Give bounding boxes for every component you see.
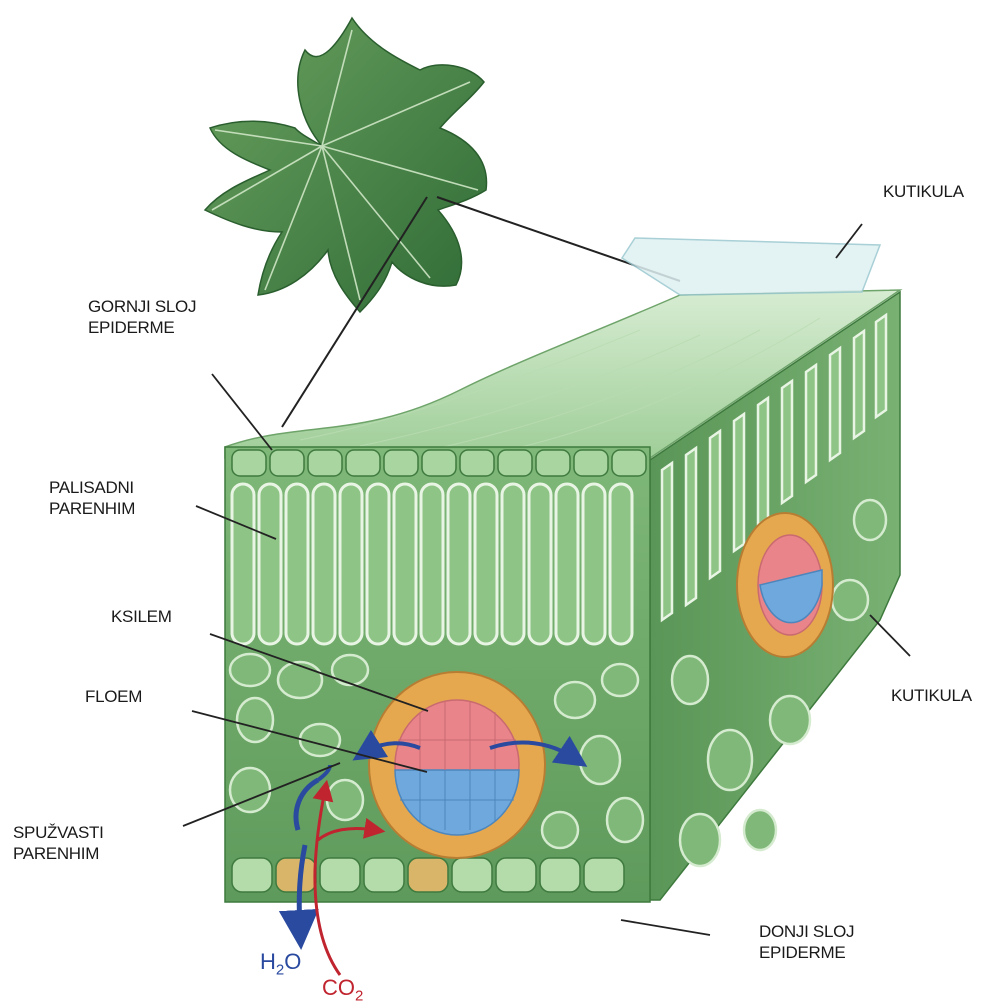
water-end: O	[284, 949, 301, 974]
co2-main: CO	[322, 975, 355, 1000]
leader-donji-epiderme	[621, 920, 710, 935]
water-main: H	[260, 949, 276, 974]
lower-epidermis-cells	[232, 858, 624, 892]
co2-sub: 2	[355, 987, 363, 1004]
label-floem-text: FLOEM	[85, 687, 142, 706]
label-donji-line1: DONJI SLOJ	[759, 921, 854, 942]
label-palisadni-line1: PALISADNI	[49, 477, 135, 498]
label-palisadni-line2: PARENHIM	[49, 498, 135, 519]
label-donji-sloj-epiderme: DONJI SLOJ EPIDERME	[759, 921, 854, 963]
vine-leaf-illustration	[205, 18, 487, 312]
label-kutikula-bottom-text: KUTIKULA	[891, 686, 972, 705]
leader-gornji-epiderme	[212, 374, 272, 450]
label-kutikula-top: KUTIKULA	[883, 181, 964, 202]
label-co2: CO2	[322, 975, 363, 1004]
label-ksilem-text: KSILEM	[111, 607, 172, 626]
label-gornji-line2: EPIDERME	[88, 317, 196, 338]
cuticle-sheet	[622, 238, 880, 295]
label-palisadni-parenhim: PALISADNI PARENHIM	[49, 477, 135, 519]
palisade-cells	[232, 484, 632, 644]
label-spuzvasti-line2: PARENHIM	[13, 843, 104, 864]
label-kutikula-bottom: KUTIKULA	[891, 685, 972, 706]
label-spuzvasti-parenhim: SPUŽVASTI PARENHIM	[13, 822, 104, 864]
label-water: H2O	[260, 949, 301, 978]
water-sub: 2	[276, 961, 284, 978]
vascular-bundle-side	[737, 513, 833, 657]
label-gornji-line1: GORNJI SLOJ	[88, 296, 196, 317]
label-spuzvasti-line1: SPUŽVASTI	[13, 822, 104, 843]
label-kutikula-top-text: KUTIKULA	[883, 182, 964, 201]
upper-epidermis-cells	[232, 450, 646, 476]
label-floem: FLOEM	[85, 686, 142, 707]
label-donji-line2: EPIDERME	[759, 942, 854, 963]
leader-kutikula-bottom	[870, 615, 910, 656]
label-gornji-sloj-epiderme: GORNJI SLOJ EPIDERME	[88, 296, 196, 338]
label-ksilem: KSILEM	[111, 606, 172, 627]
